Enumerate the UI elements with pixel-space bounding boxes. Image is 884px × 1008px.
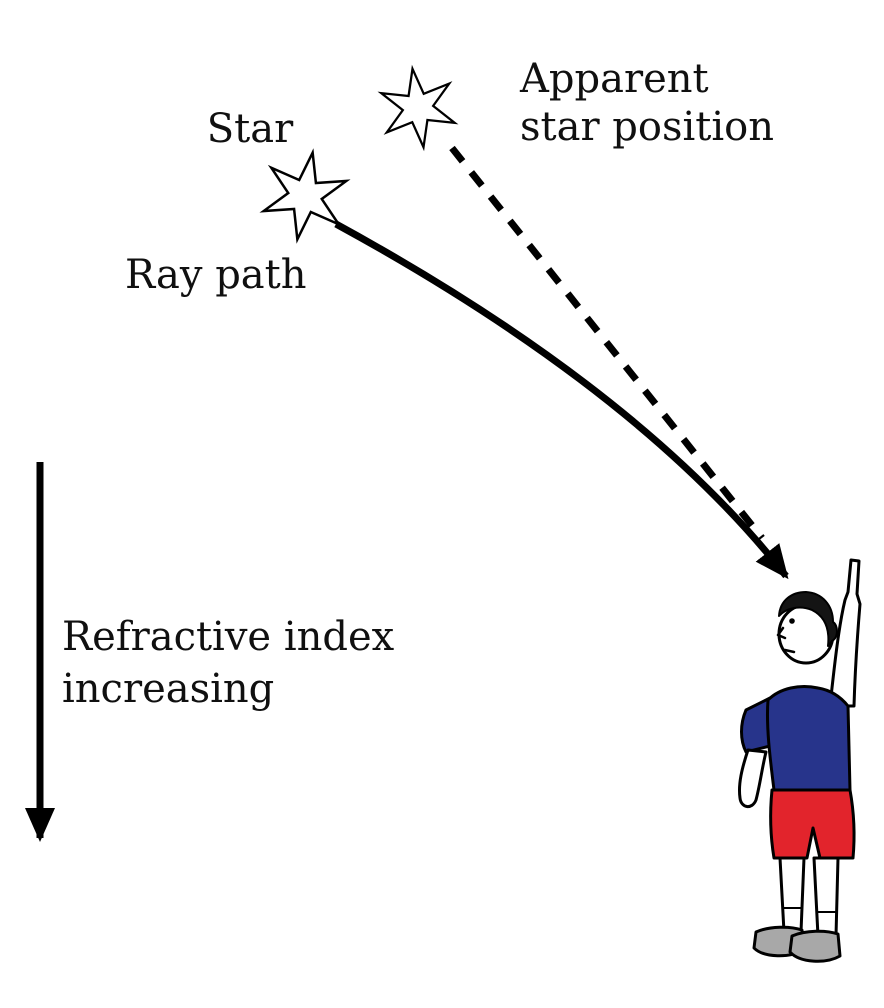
- boy-mouth: [783, 648, 796, 654]
- boy-left-leg: [778, 856, 806, 934]
- refractive-index-label-line1: Refractive index: [62, 614, 395, 660]
- star-label: Star: [207, 106, 294, 152]
- apparent-star-icon: [377, 64, 459, 152]
- boy-shirt: [765, 685, 852, 792]
- boy-shorts: [769, 788, 856, 860]
- boy-hair: [778, 591, 838, 647]
- apparent-ray-dashed-line: [449, 145, 765, 541]
- boy-right-leg: [812, 856, 840, 938]
- ray-path-arrow: [334, 220, 789, 580]
- actual-star-icon: [259, 148, 351, 244]
- boy-eye: [789, 618, 795, 624]
- apparent-star-label-line2: star position: [520, 104, 774, 150]
- boy-hanging-arm: [738, 748, 768, 808]
- ray-path-label: Ray path: [125, 252, 306, 298]
- boy-right-shoe: [788, 929, 842, 963]
- boy-nose: [776, 626, 787, 640]
- boy-raised-arm: [828, 558, 862, 708]
- observer-boy-figure: [738, 558, 862, 963]
- refractive-index-label-line2: increasing: [62, 666, 274, 712]
- boy-shirt-sleeve: [740, 696, 772, 754]
- apparent-star-label-line1: Apparent: [519, 56, 709, 102]
